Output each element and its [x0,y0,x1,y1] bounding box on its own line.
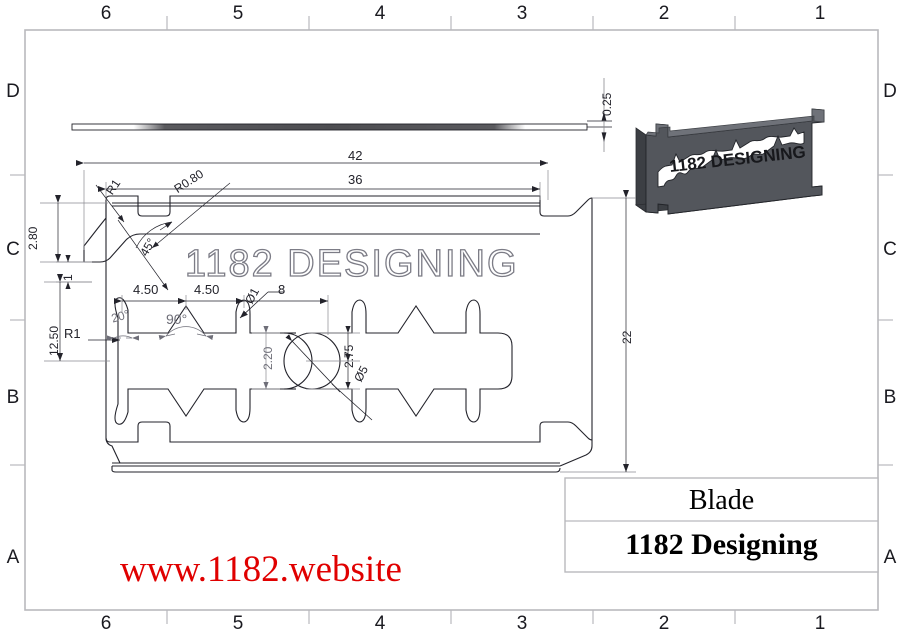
dimension-12-50 [44,274,110,362]
dimension-20deg [107,335,139,341]
zone-label-left-c: C [6,239,20,260]
zone-label-top-3: 3 [516,3,528,24]
zone-label-top-4: 4 [374,3,386,24]
dimension-dia1 [239,291,284,319]
dim-label-8: 8 [278,282,286,297]
dimension-45deg [117,219,173,291]
zone-label-right-c: C [883,239,897,260]
zone-label-bottom-1: 1 [814,613,826,634]
dim-label-36: 36 [348,172,363,187]
zone-label-left-a: A [6,547,20,568]
title-block [564,477,879,573]
dimension-0-25 [587,78,612,152]
edge-view [71,123,588,131]
dim-label-0-25: 0.25 [600,92,614,116]
dimension-42 [76,160,549,250]
dim-label-r1-lower: R1 [64,326,81,341]
dimension-r080 [151,182,231,249]
dim-label-22: 22 [620,330,634,344]
dimension-r1-upper [95,184,125,223]
dimension-dia5 [285,334,373,421]
zone-label-top-6: 6 [100,3,112,24]
dimension-4-50-a [114,295,187,312]
zone-label-right-a: A [883,547,897,568]
title-block-part-name: Blade [688,485,755,516]
zone-label-top-2: 2 [658,3,670,24]
zone-label-top-1: 1 [814,3,826,24]
dim-label-2-75: 2.75 [342,344,356,368]
dimension-90deg [158,326,214,341]
dim-label-4-50-a: 4.50 [133,282,159,297]
dimension-22 [560,190,636,473]
svg-text:1182 DESIGNING: 1182 DESIGNING [185,243,519,285]
zone-label-bottom-4: 4 [374,613,386,634]
dimension-36 [98,182,541,200]
dimension-2-80 [40,195,108,263]
dim-label-90deg: 90° [166,311,188,327]
dim-label-12-50: 12.50 [47,325,61,356]
dim-label-2-20: 2.20 [261,346,275,370]
dim-label-4-50-b: 4.50 [194,282,220,297]
zone-label-left-d: D [6,81,20,102]
zone-label-bottom-2: 2 [658,613,670,634]
zone-label-top-5: 5 [232,3,244,24]
dim-label-2-80: 2.80 [26,226,40,250]
dim-label-42: 42 [348,148,363,163]
zone-label-left-b: B [6,387,20,408]
dimension-1 [56,255,92,289]
zone-ticks [10,16,893,624]
front-engraved-text: 1182 DESIGNING [184,242,519,285]
zone-label-right-d: D [883,81,897,102]
isometric-view: 1182 DESIGNING [634,108,825,215]
dimension-2-75 [306,326,360,390]
zone-label-bottom-6: 6 [100,613,112,634]
zone-label-bottom-3: 3 [516,613,528,634]
watermark-url: www.1182.website [120,549,402,590]
zone-label-bottom-5: 5 [232,613,244,634]
dim-label-1: 1 [61,274,75,281]
zone-label-right-b: B [883,387,897,408]
front-view [83,195,593,473]
title-block-company: 1182 Designing [625,528,818,561]
dimension-2-20 [252,326,280,390]
